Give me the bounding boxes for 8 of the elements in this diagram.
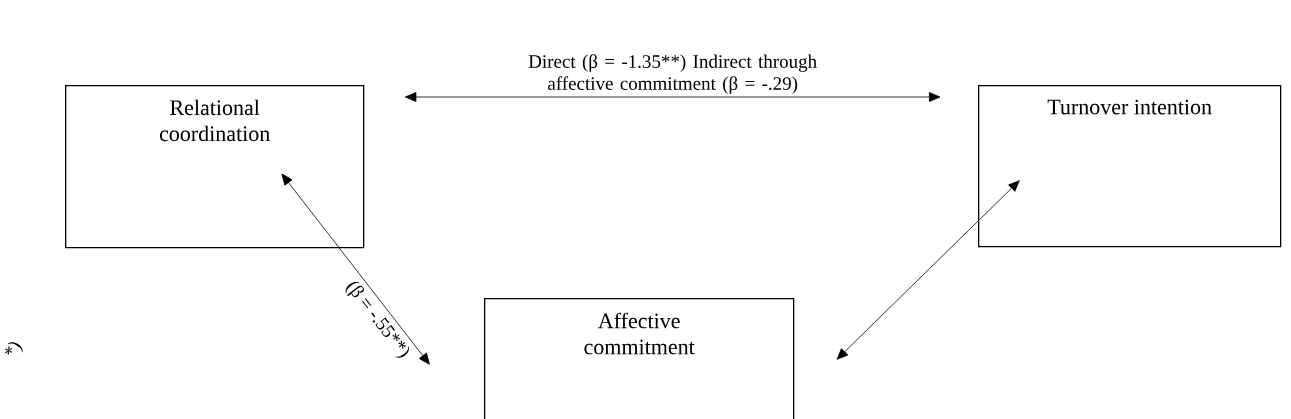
arrow <box>836 180 1020 360</box>
concept-box: Affective commitment <box>484 298 795 419</box>
arrow <box>404 92 941 102</box>
concept-box: Relational coordination <box>65 85 365 249</box>
concept-box: Turnover intention <box>978 85 1282 248</box>
arrow <box>281 173 430 365</box>
path-label: *) <box>5 342 23 355</box>
edge-label: Direct (β = -1.35**) Indirect through affective commitment (β = -.29) <box>528 54 817 94</box>
